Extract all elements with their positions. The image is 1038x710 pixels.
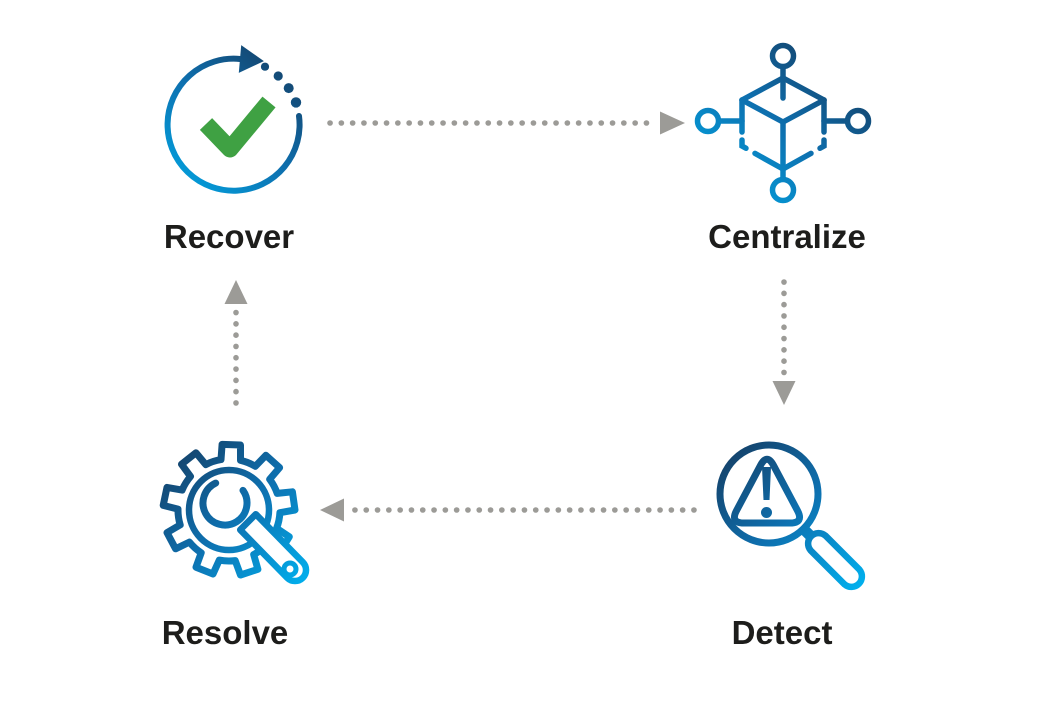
resolve-label: Resolve: [161, 614, 289, 651]
gear-wrench-icon: [159, 440, 310, 585]
arrowhead-down-icon: [772, 381, 796, 405]
checkmark-icon: [199, 96, 276, 158]
cube-network-icon: [694, 42, 872, 204]
arrow-detect-to-resolve: [320, 498, 697, 522]
centralize-label: Centralize: [708, 218, 866, 255]
circular-arrow-check-icon: [164, 45, 303, 194]
detect-label: Detect: [731, 614, 833, 651]
magnifier-warning-icon: [716, 441, 866, 591]
arrow-centralize-to-detect: [772, 279, 796, 405]
arrowhead-left-icon: [320, 498, 344, 522]
arrow-resolve-to-recover: [224, 280, 248, 406]
arrowhead-right-icon: [660, 111, 685, 135]
arrowhead-up-icon: [224, 280, 248, 304]
recover-label: Recover: [163, 218, 295, 255]
arrow-recover-to-centralize: [327, 111, 685, 135]
